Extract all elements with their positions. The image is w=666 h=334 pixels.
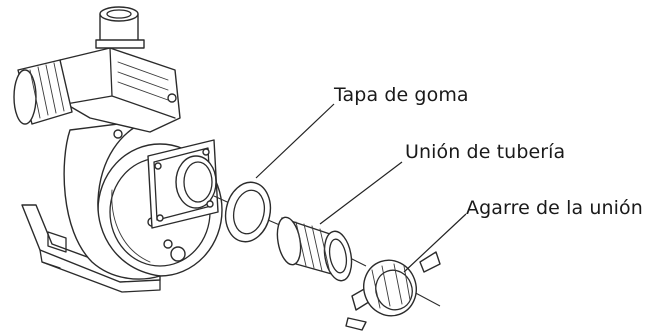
label-union-grip: Agarre de la unión (466, 197, 643, 219)
inlet-hose-adapter (13, 59, 73, 125)
outlet-flange (147, 139, 219, 229)
leader-pipe-union (319, 161, 403, 225)
pipe-union-part (276, 216, 353, 282)
leader-rubber-cap (255, 103, 335, 179)
leader-union-grip (403, 213, 467, 273)
label-rubber-cap: Tapa de goma (334, 84, 469, 106)
union-grip-part (345, 251, 441, 331)
label-pipe-union: Unión de tubería (405, 141, 566, 163)
assembly-axis (213, 195, 441, 307)
water-pump (13, 6, 223, 293)
rubber-gasket (224, 181, 272, 243)
